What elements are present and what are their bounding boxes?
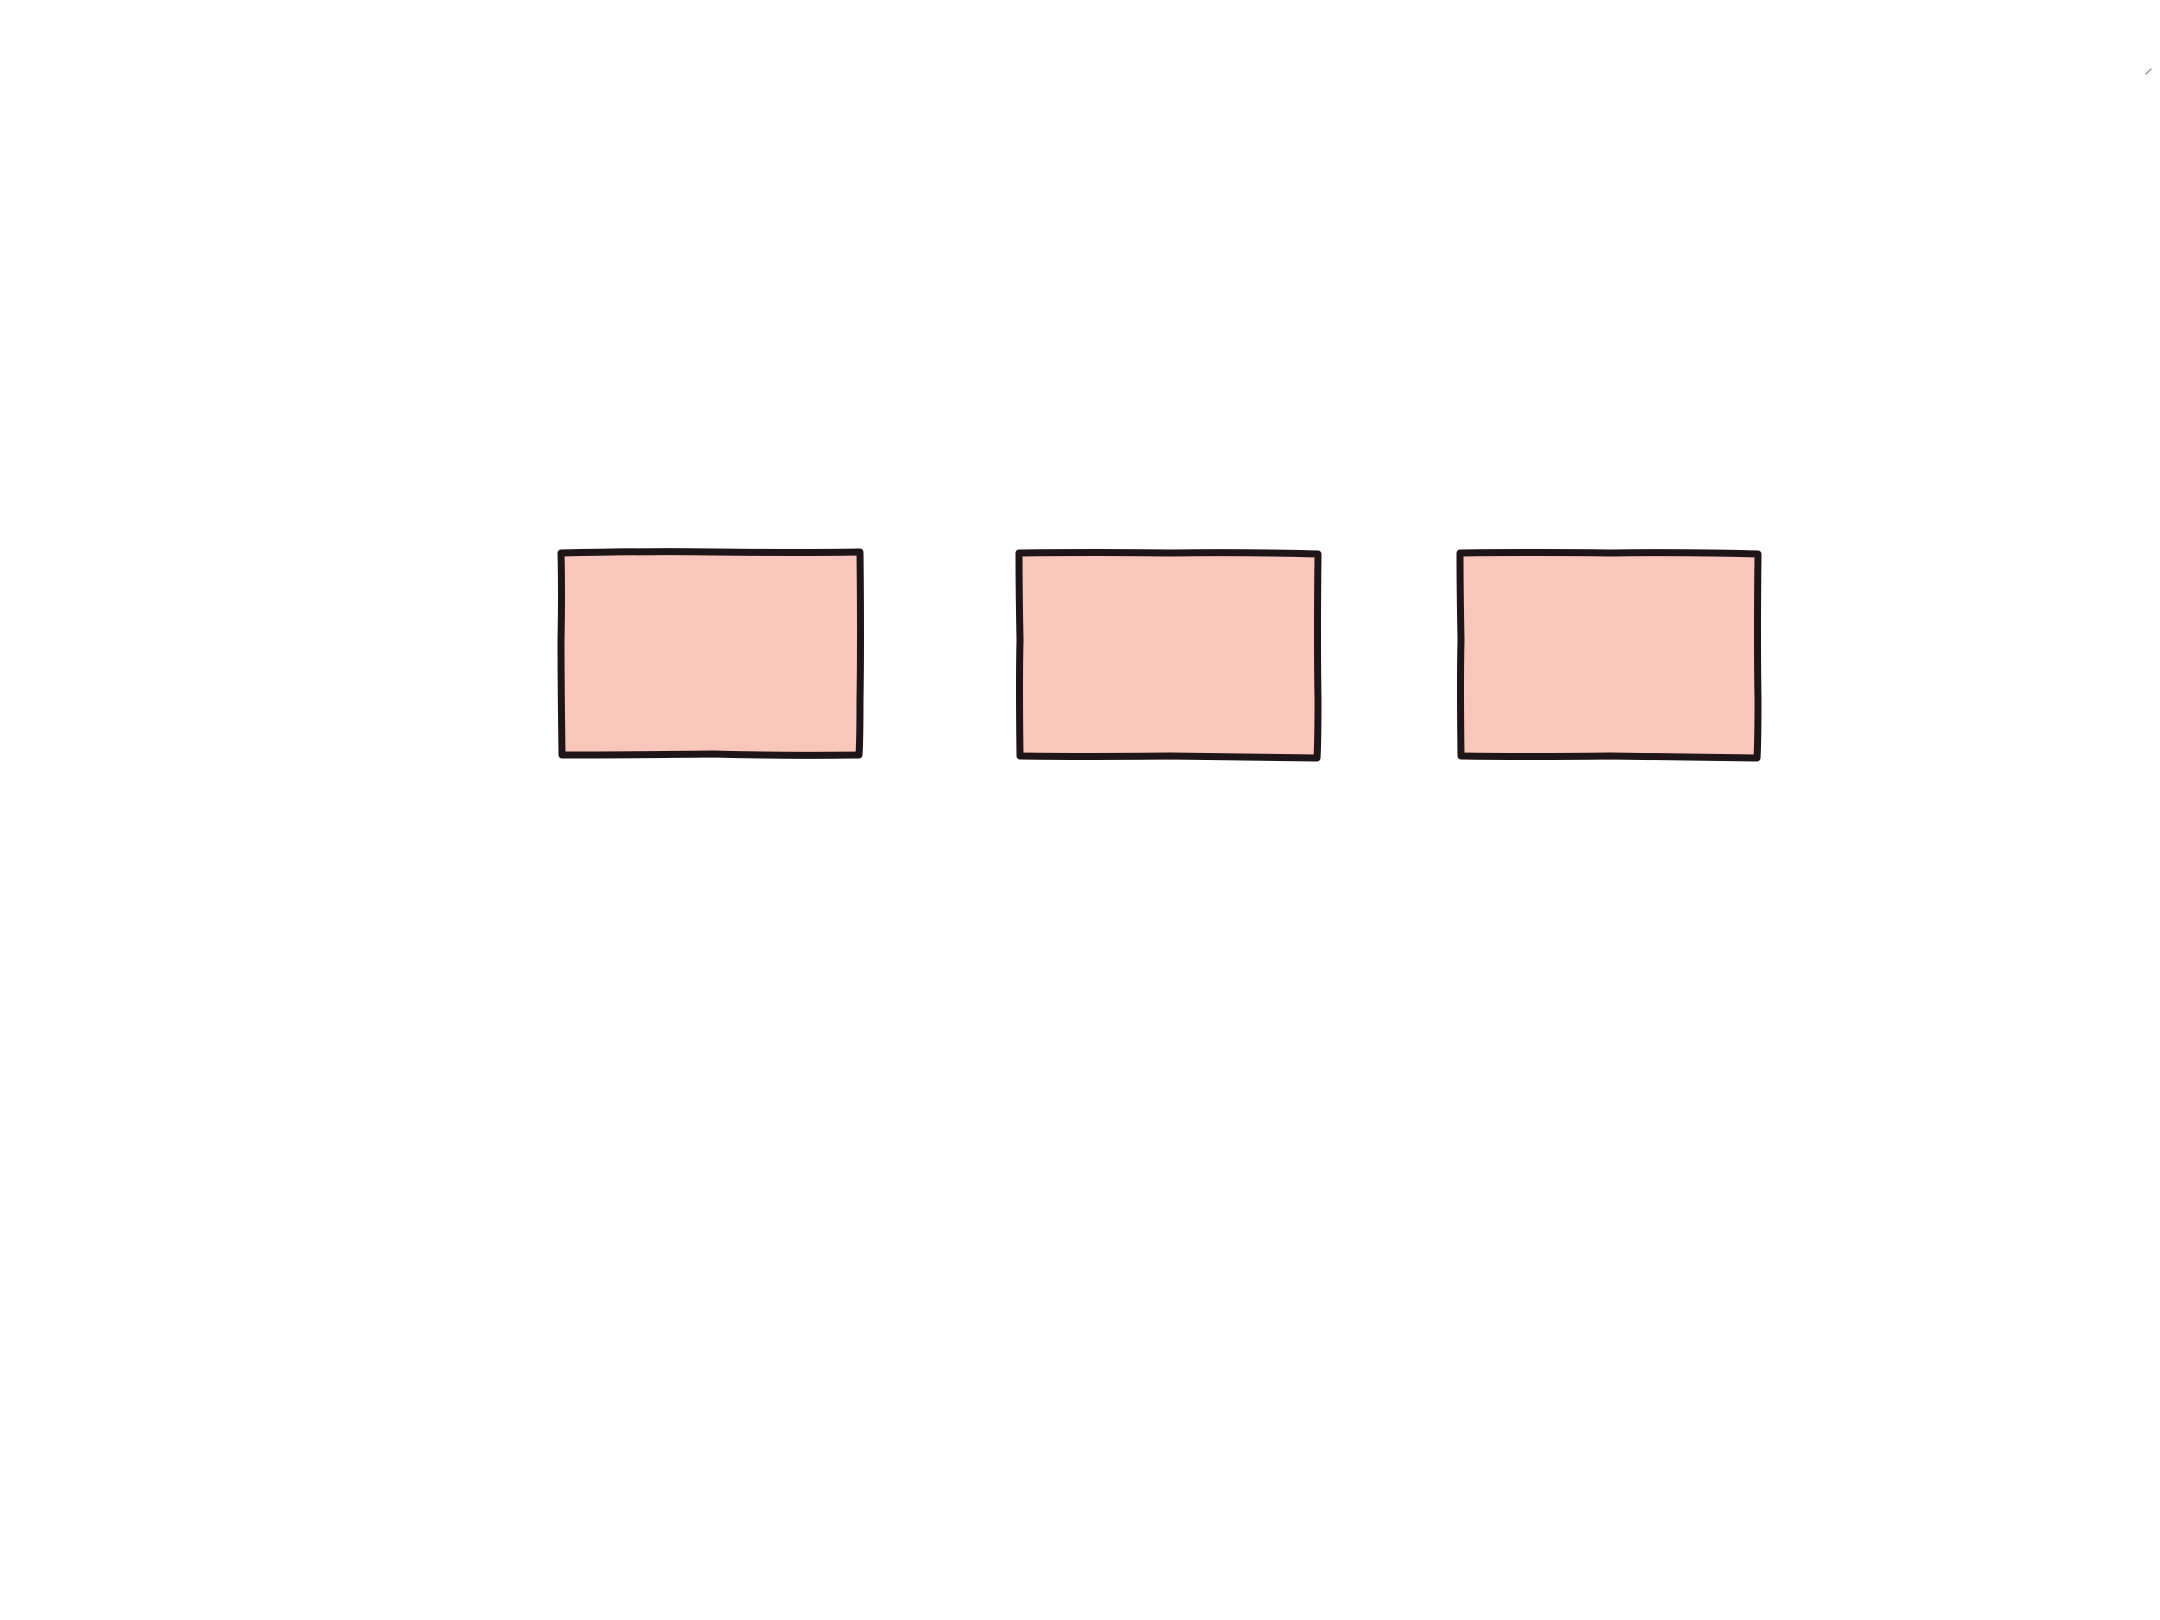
shape-rectangle-3 (1456, 549, 1762, 762)
shape-row (557, 548, 1762, 762)
shape-rectangle-1 (557, 548, 864, 759)
shape-rectangle-2 (1015, 549, 1322, 762)
corner-mark (2145, 68, 2152, 75)
